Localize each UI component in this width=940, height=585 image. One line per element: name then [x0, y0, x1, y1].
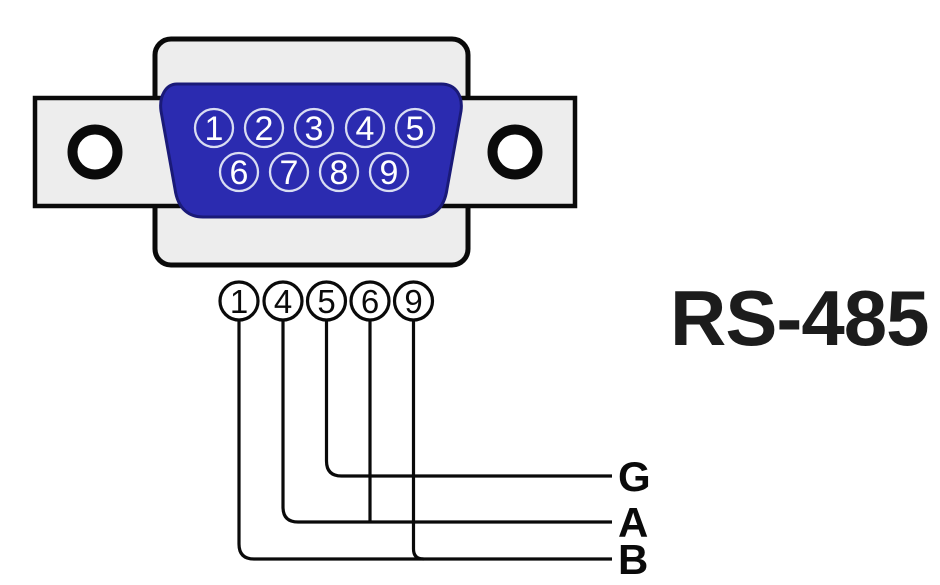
pin-6-ring-icon	[218, 151, 260, 193]
breakout-pin-5-number: 5	[317, 283, 335, 320]
pin-3-number: 3	[305, 110, 324, 148]
signal-label-b: B	[618, 536, 648, 583]
pin-7-number: 7	[280, 154, 299, 192]
diagram-title: RS-485	[670, 274, 928, 362]
pin-4-ring-icon	[344, 107, 386, 149]
pin-8-ring-icon	[318, 151, 360, 193]
pin-2-number: 2	[255, 110, 274, 148]
breakout-pin-9-number: 9	[404, 283, 422, 320]
pin-5-number: 5	[406, 110, 425, 148]
pin-row-2: 6 7 8 9	[218, 151, 410, 193]
dsub-face	[159, 82, 463, 219]
pin-8-number: 8	[330, 154, 349, 192]
pin-9-number: 9	[380, 154, 399, 192]
pin-1-ring-icon	[193, 107, 235, 149]
signal-label-a: A	[618, 499, 648, 546]
pin-6-number: 6	[230, 154, 249, 192]
db9-connector: 1 2 3 4 5 6 7 8 9	[32, 36, 578, 268]
signal-label-g: G	[618, 453, 651, 500]
wire-pin1-to-b	[237, 320, 612, 561]
pin-row-1: 1 2 3 4 5	[193, 107, 436, 149]
pin-7-ring-icon	[268, 151, 310, 193]
pin-5-ring-icon	[394, 107, 436, 149]
pin-2-ring-icon	[243, 107, 285, 149]
mounting-hole-right-icon	[487, 124, 543, 180]
pin-4-number: 4	[356, 110, 375, 148]
pin-3-ring-icon	[293, 107, 335, 149]
pin-1-number: 1	[205, 110, 224, 148]
breakout-pins: 1 4 5 6 9	[218, 280, 435, 322]
breakout-pin-1-number: 1	[230, 283, 248, 320]
wire-pin4-to-a	[281, 320, 612, 524]
pin-9-ring-icon	[368, 151, 410, 193]
signal-labels: G A B	[618, 453, 651, 583]
wiring	[237, 320, 612, 561]
mounting-hole-left-icon	[67, 124, 123, 180]
breakout-pin-6-number: 6	[361, 283, 379, 320]
wire-pin5-to-g	[324, 320, 612, 478]
wire-pin9-to-b	[411, 320, 424, 561]
breakout-pin-4-number: 4	[274, 283, 292, 320]
